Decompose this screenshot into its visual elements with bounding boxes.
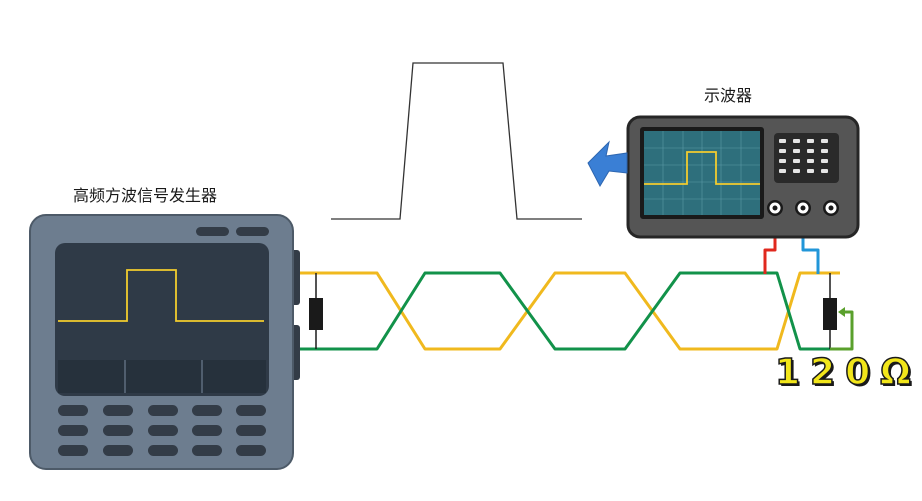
termination-resistor: [823, 273, 854, 351]
keypad-key[interactable]: [103, 405, 133, 416]
bnc-connector-icon[interactable]: [823, 200, 839, 216]
scope-key[interactable]: [821, 169, 828, 173]
scope-key[interactable]: [779, 159, 786, 163]
keypad-key[interactable]: [58, 405, 88, 416]
keypad-key[interactable]: [148, 405, 178, 416]
scope-key[interactable]: [821, 149, 828, 153]
scope-key[interactable]: [793, 159, 800, 163]
pulse-waveform: [331, 62, 582, 220]
left-resistor: [309, 273, 323, 349]
scope-key[interactable]: [779, 149, 786, 153]
scope-key[interactable]: [793, 149, 800, 153]
scope-key[interactable]: [779, 169, 786, 173]
keypad-key[interactable]: [192, 405, 222, 416]
signal-generator: [29, 214, 300, 470]
generator-screen: [55, 243, 269, 396]
scope-key[interactable]: [793, 139, 800, 143]
bnc-connector-icon[interactable]: [795, 200, 811, 216]
twisted-pair-cable: [297, 271, 840, 351]
oscilloscope: [626, 115, 860, 239]
oscilloscope-grid: [644, 131, 760, 215]
scope-key[interactable]: [807, 169, 814, 173]
scope-key[interactable]: [821, 139, 828, 143]
keypad-key[interactable]: [58, 445, 88, 456]
generator-trace: [58, 269, 264, 322]
scope-key[interactable]: [807, 159, 814, 163]
keypad-key[interactable]: [236, 425, 266, 436]
keypad-key[interactable]: [192, 425, 222, 436]
wire-yellow: [297, 271, 840, 351]
oscilloscope-keys: [779, 139, 828, 173]
keypad-key[interactable]: [148, 445, 178, 456]
keypad-key[interactable]: [236, 445, 266, 456]
keypad-key[interactable]: [192, 445, 222, 456]
generator-top-button[interactable]: [236, 227, 269, 236]
scope-key[interactable]: [821, 159, 828, 163]
wire-green: [297, 271, 840, 351]
oscilloscope-label: 示波器: [704, 86, 753, 105]
generator-keypad: [58, 405, 266, 456]
oscilloscope-trace: [644, 151, 760, 185]
termination-resistance-label: 120Ω: [774, 351, 921, 394]
bnc-connector-icon[interactable]: [767, 200, 783, 216]
keypad-key[interactable]: [103, 445, 133, 456]
ground-loop: [830, 310, 854, 351]
keypad-key[interactable]: [58, 425, 88, 436]
resistor-icon: [309, 298, 323, 330]
scope-key[interactable]: [807, 139, 814, 143]
resistor-icon: [823, 298, 837, 330]
generator-softkey-bar: [58, 360, 266, 393]
arrow-left-icon: [587, 140, 628, 188]
generator-label: 高频方波信号发生器: [73, 186, 218, 205]
keypad-key[interactable]: [148, 425, 178, 436]
keypad-key[interactable]: [103, 425, 133, 436]
keypad-key[interactable]: [236, 405, 266, 416]
scope-key[interactable]: [807, 149, 814, 153]
generator-top-button[interactable]: [196, 227, 229, 236]
scope-key[interactable]: [793, 169, 800, 173]
scope-key[interactable]: [779, 139, 786, 143]
